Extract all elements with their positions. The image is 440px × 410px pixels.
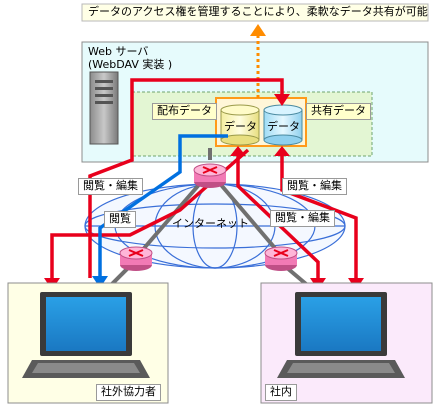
internet-label: インターネット [172, 217, 249, 230]
partner-label: 社外協力者 [96, 384, 161, 401]
web-server-title-line1: Web サーバ [88, 45, 149, 58]
router-top-icon [193, 163, 227, 188]
access-label-right-upper: 閲覧・編集 [282, 178, 347, 195]
banner-text: データのアクセス権を管理することにより、柔軟なデータ共有が可能 [88, 5, 428, 18]
partner-laptop-icon [22, 292, 150, 378]
web-server-title: Web サーバ (WebDAV 実装 ) [88, 45, 173, 71]
data-cylinder-blue [263, 104, 303, 146]
banner-box [81, 3, 429, 22]
internal-label: 社内 [265, 384, 297, 401]
router-left-icon [119, 246, 153, 271]
server-tower-icon [89, 71, 119, 145]
access-label-left-lower: 閲覧 [104, 211, 136, 228]
cylinder-label-2: データ [267, 120, 300, 133]
access-label-left-upper: 閲覧・編集 [78, 178, 143, 195]
cylinder-label-1: データ [224, 120, 257, 133]
data-cylinder-yellow [220, 104, 260, 146]
shared-data-label: 共有データ [306, 103, 371, 120]
router-right-icon [264, 246, 298, 271]
distributed-data-label: 配布データ [152, 103, 217, 120]
internal-laptop-icon [277, 292, 405, 378]
blue-access-arrow [98, 134, 228, 278]
access-label-right-lower: 閲覧・編集 [270, 210, 335, 227]
web-server-title-line2: (WebDAV 実装 ) [88, 57, 173, 71]
